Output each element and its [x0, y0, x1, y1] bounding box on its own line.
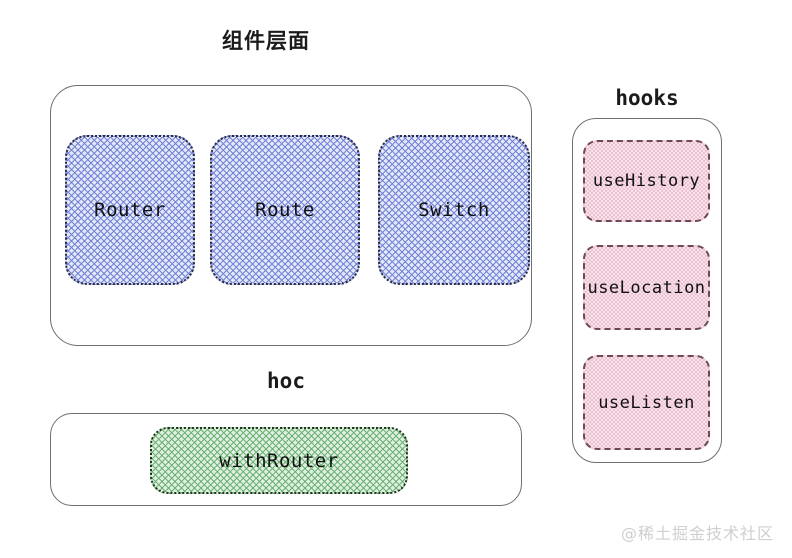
node-withrouter[interactable]: withRouter — [150, 427, 408, 494]
node-usehistory-label: useHistory — [592, 171, 701, 191]
node-uselocation-label: useLocation — [587, 277, 706, 298]
hooks-caption: hooks — [615, 86, 679, 110]
watermark: @稀土掘金技术社区 — [620, 524, 774, 543]
node-route[interactable]: Route — [210, 135, 360, 285]
node-route-label: Route — [255, 199, 315, 221]
node-router-label: Router — [94, 199, 166, 221]
node-switch[interactable]: Switch — [378, 135, 530, 285]
node-router[interactable]: Router — [65, 135, 195, 285]
node-uselocation[interactable]: useLocation — [583, 245, 710, 330]
node-switch-label: Switch — [418, 199, 490, 221]
node-usehistory[interactable]: useHistory — [583, 140, 710, 222]
node-uselisten[interactable]: useListen — [583, 355, 710, 450]
node-uselisten-label: useListen — [598, 392, 695, 413]
component-layer-caption: 组件层面 — [222, 29, 310, 53]
hoc-caption: hoc — [267, 369, 305, 393]
node-withrouter-label: withRouter — [219, 449, 339, 472]
